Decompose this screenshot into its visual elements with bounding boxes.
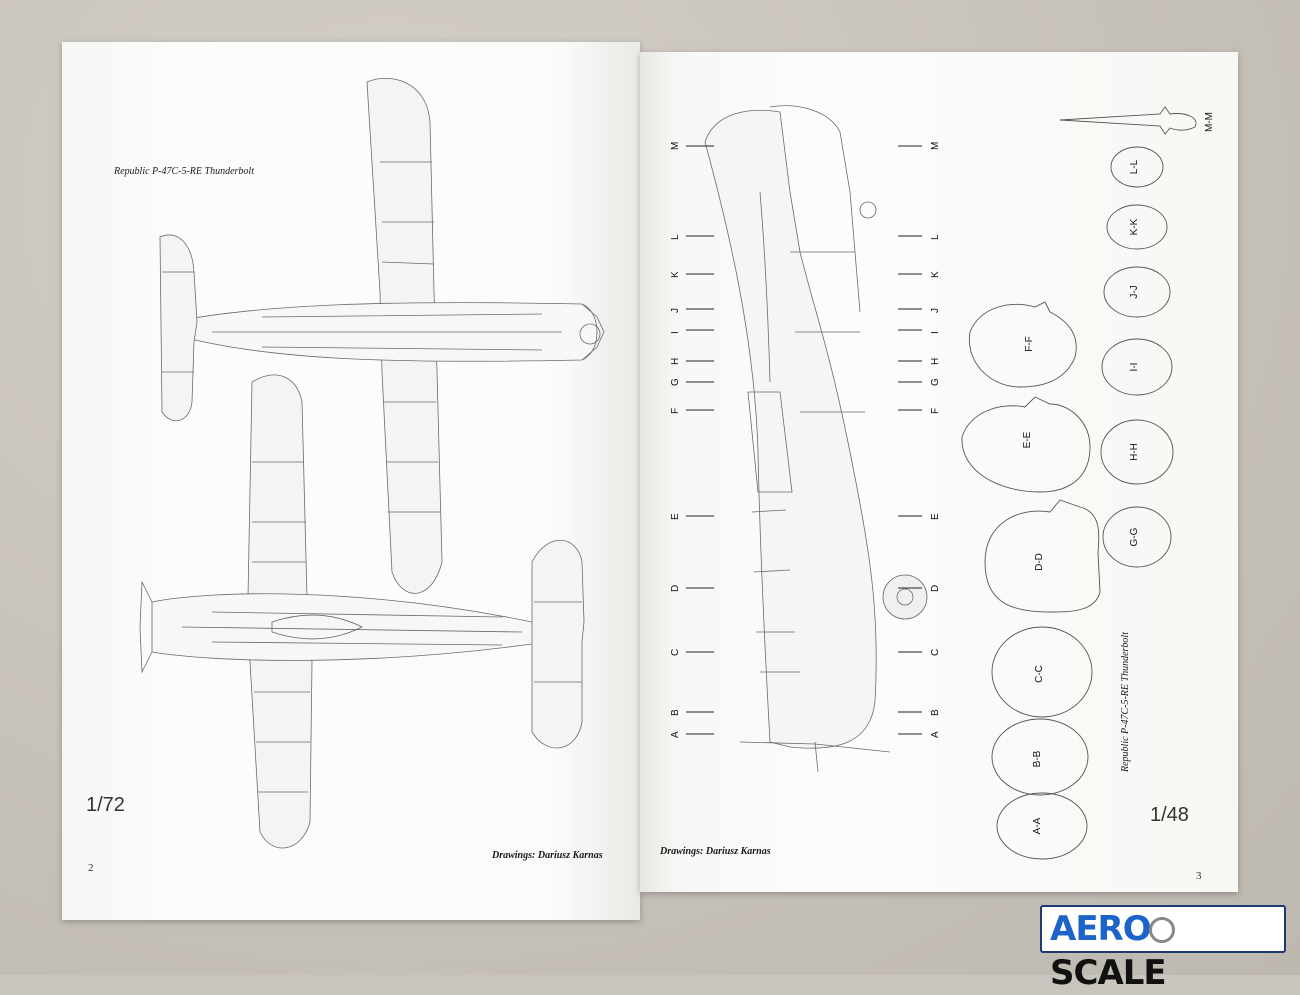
cross-section-label: I-I bbox=[1129, 363, 1140, 372]
section-letter-left: J bbox=[670, 308, 681, 313]
cross-section-label: L-L bbox=[1129, 159, 1140, 174]
section-letter-right: G bbox=[930, 378, 941, 386]
section-letter-right: I bbox=[930, 331, 941, 334]
left-page-caption: Republic P-47C-5-RE Thunderbolt bbox=[114, 166, 254, 177]
section-letter-right: D bbox=[930, 585, 941, 592]
section-letter-right: F bbox=[930, 408, 941, 414]
cross-section-label: K-K bbox=[1129, 218, 1140, 235]
section-letter-left: I bbox=[670, 331, 681, 334]
propeller-icon bbox=[1148, 917, 1175, 943]
section-letter-right: C bbox=[930, 649, 941, 656]
cross-section-label: J-J bbox=[1129, 285, 1140, 298]
cross-section-label: F-F bbox=[1024, 336, 1035, 352]
section-letter-right: K bbox=[930, 271, 941, 278]
section-letter-left: K bbox=[670, 271, 681, 278]
cross-section-label: G-G bbox=[1129, 527, 1140, 546]
section-letter-left: L bbox=[670, 234, 681, 240]
watermark-text-aero: AERO bbox=[1050, 909, 1152, 949]
aeroscale-watermark-logo: AEROSCALE bbox=[1040, 905, 1286, 993]
cross-section-label: E-E bbox=[1022, 431, 1033, 448]
section-letter-right: J bbox=[930, 308, 941, 313]
section-letter-right: B bbox=[930, 709, 941, 716]
right-page: M L K J I H G F E D C B A M L K J I H G F E D C B A A-A B-B C-C D-D… bbox=[640, 52, 1238, 892]
section-letter-right: E bbox=[930, 513, 941, 520]
watermark-text-scale: SCALE bbox=[1050, 953, 1167, 993]
section-letter-left: C bbox=[670, 649, 681, 656]
section-letter-left: E bbox=[670, 513, 681, 520]
section-letter-left: F bbox=[670, 408, 681, 414]
left-drawings-credit: Drawings: Dariusz Karnas bbox=[492, 850, 603, 861]
cross-section-label: A-A bbox=[1032, 817, 1043, 834]
left-page: Republic P-47C-5-RE Thunderbolt 1/72 Dra… bbox=[62, 42, 640, 920]
cross-section-label: B-B bbox=[1032, 750, 1043, 767]
section-letter-left: G bbox=[670, 378, 681, 386]
section-letter-right: H bbox=[930, 358, 941, 365]
section-letter-left: D bbox=[670, 585, 681, 592]
cross-section-label: C-C bbox=[1034, 665, 1045, 683]
cross-section-label: H-H bbox=[1129, 443, 1140, 461]
cross-section-label: D-D bbox=[1034, 553, 1045, 571]
right-drawings-credit: Drawings: Dariusz Karnas bbox=[660, 846, 771, 857]
cross-section-label: M-M bbox=[1204, 112, 1215, 132]
right-page-number: 3 bbox=[1196, 870, 1202, 882]
section-letter-right: L bbox=[930, 234, 941, 240]
section-letter-right: A bbox=[930, 731, 941, 738]
section-letter-left: A bbox=[670, 731, 681, 738]
left-page-number: 2 bbox=[88, 862, 94, 874]
right-page-caption: Republic P-47C-5-RE Thunderbolt bbox=[1120, 632, 1131, 772]
section-letter-left: M bbox=[670, 142, 681, 150]
side-view-and-cross-sections: M L K J I H G F E D C B A M L K J I H G F E D C B A A-A B-B C-C D-D… bbox=[670, 105, 1215, 860]
top-and-bottom-view-drawings bbox=[139, 78, 605, 849]
left-scale-label: 1/72 bbox=[86, 794, 125, 816]
section-letter-left: B bbox=[670, 709, 681, 716]
section-letter-left: H bbox=[670, 358, 681, 365]
section-letter-right: M bbox=[930, 142, 941, 150]
right-scale-label: 1/48 bbox=[1150, 804, 1189, 826]
